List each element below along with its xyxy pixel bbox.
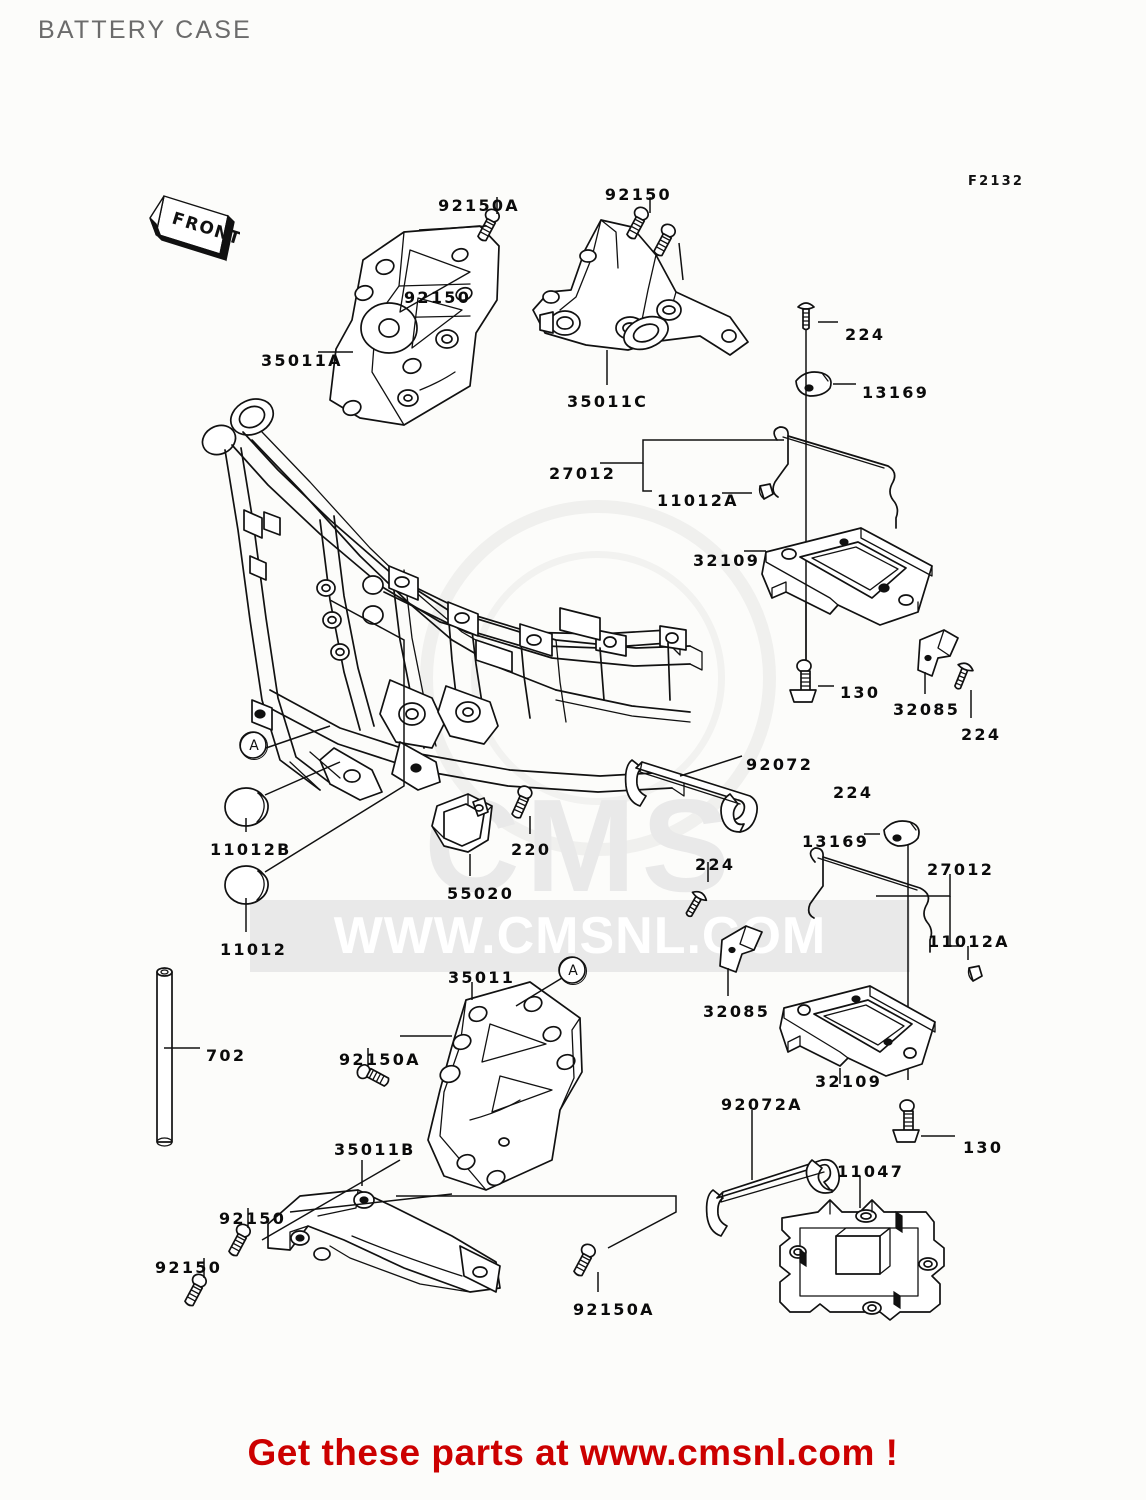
part-number-label: 130 [963,1138,1004,1157]
part-number-label: 92150A [339,1050,421,1069]
part-number-label: 224 [833,783,874,802]
part-number-label: 92150A [438,196,520,215]
part-number-label: 224 [961,725,1002,744]
part-number-label: 11012A [928,932,1010,951]
part-11012A-cap-top [758,483,774,500]
part-35011C-bracket [532,219,749,356]
part-35011A-bracket [329,225,500,426]
part-number-label: 92150 [604,185,672,204]
part-220-screw [506,783,535,821]
part-number-label: 92072 [746,755,814,774]
footer-cta: Get these parts at www.cmsnl.com ! [247,1432,899,1473]
part-number-label: 32085 [703,1002,771,1021]
svg-text:F: F [170,209,187,232]
part-number-label: 11012B [210,840,292,859]
part-number-label: 35011A [261,351,343,370]
part-number-label: 35011B [334,1140,416,1159]
part-number-label: 32085 [893,700,961,719]
part-27012-hook-rod-top [772,426,899,529]
part-number-label: 11012 [220,940,288,959]
part-number-label: 55020 [447,884,515,903]
part-224-screw-right [948,660,976,693]
part-number-label: 224 [845,325,886,344]
part-number-label: 92150 [219,1209,287,1228]
part-92072A-band [705,1158,840,1237]
part-11047-battery-case [779,1199,945,1321]
svg-text:R: R [183,213,201,236]
page-title: BATTERY CASE [38,16,252,44]
part-130-bolt-top [796,659,812,694]
part-number-label: 27012 [927,860,995,879]
part-number-label: 13169 [862,383,930,402]
part-number-label: 92150A [573,1300,655,1319]
svg-text:O: O [197,217,217,240]
front-direction-arrow: F R O N T [140,190,243,273]
part-number-label: 11012A [657,491,739,510]
part-32109-tray-lower [779,985,936,1077]
part-number-label: 92150 [404,288,472,307]
part-224-screw-top [797,302,815,331]
part-13169-clamp-top [795,371,832,397]
part-13169-clamp-lower [883,820,920,847]
svg-text:N: N [212,222,231,245]
part-27012-hook-rod-lower [807,847,933,953]
part-number-label: 35011 [448,968,516,987]
part-11012A-cap-lower [967,965,983,982]
motorcycle-frame [201,398,703,801]
part-number-label: 32109 [693,551,761,570]
diagram-code: F2132 [968,174,1025,189]
part-number-label: 27012 [549,464,617,483]
section-marker-a-bottom: A [559,957,587,985]
part-number-label: 11047 [837,1162,905,1181]
part-number-label: 224 [695,855,736,874]
part-number-label: 702 [206,1046,247,1065]
part-702-tube [156,967,173,1147]
part-number-label: 130 [840,683,881,702]
part-number-label: 92150 [155,1258,223,1277]
part-224-screw-lower [680,888,710,921]
part-32085-stay-top [917,629,959,677]
part-number-label: 13169 [802,832,870,851]
part-32085-stay-lower [719,925,763,973]
part-32109-tray-top [761,527,933,626]
part-92072-band [624,759,758,833]
part-number-label: 92072A [721,1095,803,1114]
part-number-label: 32109 [815,1072,883,1091]
part-92150-bolt-2 [648,221,679,259]
part-number-label: 220 [511,840,552,859]
part-55020-guard [431,793,493,853]
part-35011-bracket-lower [427,981,583,1191]
part-130-bolt-lower [899,1099,915,1134]
part-92150A-bolt-bottom [568,1241,599,1279]
section-marker-a-top: A [240,732,268,760]
part-number-label: 35011C [567,392,649,411]
part-92150-bolt-1 [621,204,652,242]
part-35011B-stay [267,1189,501,1293]
